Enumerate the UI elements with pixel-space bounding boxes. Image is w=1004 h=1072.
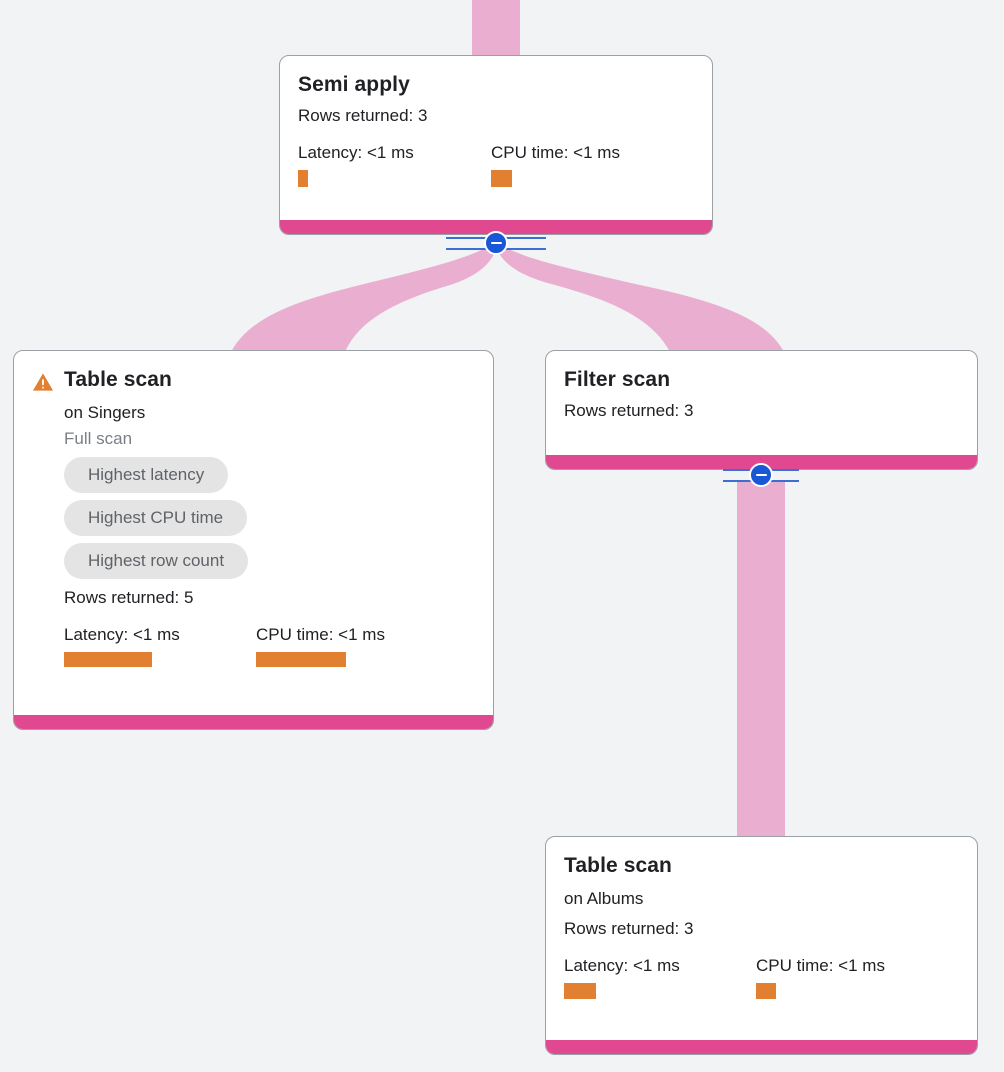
metric-latency: Latency: <1 ms	[64, 624, 256, 667]
node-table-scan-singers-title-row: Table scan	[32, 367, 475, 393]
metric-cpu: CPU time: <1 ms	[256, 624, 385, 667]
metrics-row: Latency: <1 ms CPU time: <1 ms	[298, 142, 694, 187]
toggle-collapse-filter-scan[interactable]	[723, 462, 799, 488]
node-title: Table scan	[564, 854, 672, 877]
node-scan-type: Full scan	[64, 429, 133, 448]
rows-returned-label: Rows returned: 3	[298, 106, 428, 125]
node-semi-apply-title-row: Semi apply	[298, 72, 694, 98]
metric-latency: Latency: <1 ms	[564, 955, 756, 999]
rows-returned-label: Rows returned: 3	[564, 919, 694, 938]
metric-latency: Latency: <1 ms	[298, 142, 491, 187]
node-semi-apply[interactable]: Semi apply Rows returned: 3 Latency: <1 …	[279, 55, 713, 235]
node-subtitle: on Singers	[64, 403, 146, 422]
metric-latency-bar	[564, 983, 596, 999]
metric-cpu-label: CPU time: <1 ms	[491, 143, 620, 162]
node-table-scan-albums-title-row: Table scan	[564, 853, 959, 879]
edge-semi-apply-to-table-scan-singers	[231, 244, 496, 352]
node-table-scan-singers[interactable]: Table scan on Singers Full scan Highest …	[13, 350, 494, 730]
node-table-scan-singers-body: Table scan on Singers Full scan Highest …	[14, 351, 493, 715]
chip-list: Highest latency Highest CPU time Highest…	[64, 457, 475, 579]
chip-highest-cpu-time[interactable]: Highest CPU time	[64, 500, 248, 536]
metric-cpu-bar	[491, 170, 512, 187]
metric-cpu-bar	[256, 652, 346, 667]
toggle-collapse-semi-apply[interactable]	[446, 230, 546, 256]
node-subtitle: on Albums	[564, 889, 644, 908]
metrics-row: Latency: <1 ms CPU time: <1 ms	[564, 955, 959, 999]
node-table-scan-albums-body: Table scan on Albums Rows returned: 3 La…	[546, 837, 977, 1040]
metric-cpu-label: CPU time: <1 ms	[756, 956, 885, 975]
node-filter-scan-title-row: Filter scan	[564, 367, 959, 393]
node-title: Filter scan	[564, 368, 671, 391]
metric-latency-bar	[298, 170, 308, 187]
metric-latency-label: Latency: <1 ms	[64, 625, 180, 644]
node-title: Semi apply	[298, 73, 410, 96]
metric-cpu: CPU time: <1 ms	[756, 955, 885, 999]
node-title: Table scan	[64, 368, 172, 391]
metric-latency-bar	[64, 652, 152, 667]
chip-highest-latency[interactable]: Highest latency	[64, 457, 229, 493]
node-filter-scan-body: Filter scan Rows returned: 3	[546, 351, 977, 455]
metric-cpu-bar	[756, 983, 776, 999]
node-accent-bar	[546, 1040, 977, 1054]
metric-latency-label: Latency: <1 ms	[298, 143, 414, 162]
warning-triangle-icon	[32, 373, 54, 391]
edge-inbound-semi-apply	[472, 0, 520, 56]
metric-cpu: CPU time: <1 ms	[491, 142, 620, 187]
collapse-minus-icon[interactable]	[749, 463, 773, 487]
node-accent-bar	[546, 455, 977, 469]
node-accent-bar	[280, 220, 712, 234]
metric-latency-label: Latency: <1 ms	[564, 956, 680, 975]
metric-cpu-label: CPU time: <1 ms	[256, 625, 385, 644]
node-table-scan-albums[interactable]: Table scan on Albums Rows returned: 3 La…	[545, 836, 978, 1055]
metrics-row: Latency: <1 ms CPU time: <1 ms	[64, 624, 475, 667]
collapse-minus-icon[interactable]	[484, 231, 508, 255]
node-accent-bar	[14, 715, 493, 729]
edge-semi-apply-to-filter-scan	[497, 244, 784, 352]
edge-filter-scan-to-table-scan-albums	[737, 472, 785, 838]
chip-highest-row-count[interactable]: Highest row count	[64, 543, 249, 579]
rows-returned-label: Rows returned: 5	[64, 588, 194, 607]
node-semi-apply-body: Semi apply Rows returned: 3 Latency: <1 …	[280, 56, 712, 220]
rows-returned-label: Rows returned: 3	[564, 401, 694, 420]
node-filter-scan[interactable]: Filter scan Rows returned: 3	[545, 350, 978, 470]
